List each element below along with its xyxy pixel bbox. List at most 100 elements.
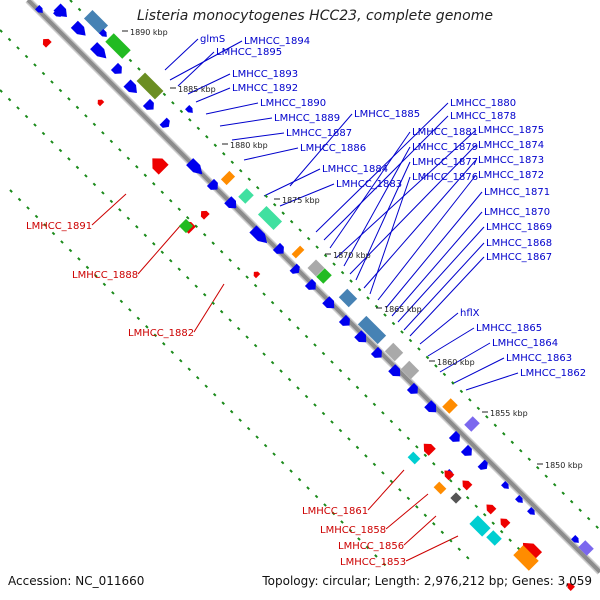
forward-leader: [363, 159, 477, 289]
tick-track-2: [0, 89, 471, 561]
forward-leader: [335, 129, 477, 259]
forward-gene-glyph: [571, 535, 579, 543]
reverse-gene-glyph: [42, 38, 52, 48]
forward-gene-label: LMHCC_1895: [216, 47, 282, 58]
cog-gene-box: [136, 72, 164, 100]
forward-gene-label: LMHCC_1870: [484, 207, 550, 218]
forward-gene-label: LMHCC_1877: [412, 157, 478, 168]
forward-gene-glyph: [186, 158, 203, 175]
forward-gene-glyph: [370, 346, 382, 358]
reverse-gene-glyph: [152, 158, 169, 175]
forward-gene-glyph: [224, 196, 237, 209]
forward-gene-glyph: [338, 314, 350, 326]
forward-gene-label: LMHCC_1865: [476, 323, 542, 334]
forward-leader: [187, 73, 231, 95]
forward-gene-glyph: [110, 62, 122, 74]
forward-gene-glyph: [388, 364, 401, 377]
forward-leader: [343, 146, 411, 267]
forward-gene-label: LMHCC_1868: [486, 238, 552, 249]
forward-gene-glyph: [53, 9, 61, 17]
reverse-leader: [193, 283, 225, 333]
reverse-gene-glyph: [253, 271, 261, 279]
kbp-label: 1855 kbp: [490, 409, 528, 418]
forward-gene-glyph: [477, 459, 488, 470]
forward-gene-glyph: [289, 263, 300, 274]
forward-leader: [164, 38, 199, 71]
forward-gene-label: LMHCC_1872: [478, 170, 544, 181]
accession-text: Accession: NC_011660: [8, 574, 145, 588]
cog-gene-box: [384, 342, 404, 362]
cog-gene-box: [238, 188, 254, 204]
forward-gene-glyph: [448, 430, 460, 442]
forward-gene-glyph: [354, 330, 367, 343]
forward-leader: [177, 51, 215, 87]
reverse-gene-glyph: [444, 470, 455, 481]
kbp-label: 1865 kbp: [384, 305, 422, 314]
forward-leader: [231, 132, 285, 141]
reverse-leader: [403, 515, 437, 546]
map-title: Listeria monocytogenes HCC23, complete g…: [137, 8, 493, 24]
forward-gene-glyph: [185, 105, 193, 113]
forward-gene-label: LMHCC_1893: [232, 69, 298, 80]
forward-leader: [323, 115, 449, 241]
cog-gene-box: [407, 451, 421, 465]
forward-gene-label: LMHCC_1889: [274, 113, 340, 124]
forward-leader: [263, 168, 321, 197]
cog-gene-box: [442, 398, 458, 414]
forward-gene-glyph: [527, 507, 535, 515]
reverse-leader: [385, 493, 429, 530]
forward-gene-glyph: [249, 225, 268, 244]
forward-leader: [355, 161, 411, 281]
forward-gene-label: LMHCC_1880: [450, 98, 516, 109]
forward-leader: [419, 312, 459, 345]
forward-leader: [369, 176, 411, 295]
forward-leader: [195, 87, 231, 103]
forward-gene-glyph: [515, 495, 523, 503]
cog-gene-box: [486, 530, 502, 546]
cog-gene-box: [316, 268, 332, 284]
reverse-leader: [137, 225, 181, 275]
reverse-gene-glyph: [486, 504, 497, 515]
forward-gene-label: LMHCC_1862: [520, 368, 586, 379]
forward-gene-glyph: [304, 278, 316, 290]
forward-leader: [349, 144, 477, 275]
kbp-label: 1860 kbp: [437, 358, 475, 367]
forward-leader: [465, 372, 519, 391]
forward-gene-glyph: [142, 98, 154, 110]
forward-gene-label: LMHCC_1892: [232, 83, 298, 94]
kbp-label: 1885 kbp: [178, 85, 216, 94]
reverse-gene-glyph: [423, 443, 436, 456]
forward-gene-glyph: [322, 296, 335, 309]
cog-gene-box: [83, 9, 109, 35]
reverse-gene-glyph: [97, 99, 105, 107]
forward-gene-glyph: [159, 117, 170, 128]
forward-gene-label: LMHCC_1871: [484, 187, 550, 198]
forward-gene-label: LMHCC_1878: [450, 111, 516, 122]
reverse-gene-glyph: [500, 518, 511, 529]
cog-gene-box: [450, 492, 462, 504]
forward-gene-label: LMHCC_1881: [412, 127, 478, 138]
forward-leader: [289, 113, 353, 187]
cog-gene-box: [578, 540, 594, 556]
forward-gene-glyph: [501, 481, 509, 489]
kbp-label: 1870 kbp: [333, 251, 371, 260]
forward-leader: [451, 357, 505, 385]
forward-gene-label: LMHCC_1864: [492, 338, 558, 349]
forward-gene-glyph: [406, 382, 418, 394]
forward-leader: [403, 242, 485, 331]
forward-gene-label: LMHCC_1863: [506, 353, 572, 364]
cog-gene-box: [220, 170, 236, 186]
reverse-gene-label: LMHCC_1858: [320, 525, 386, 536]
reverse-gene-label: LMHCC_1856: [338, 541, 404, 552]
reverse-gene-label: LMHCC_1882: [128, 328, 194, 339]
cog-gene-box: [291, 245, 305, 259]
forward-gene-label: LMHCC_1894: [244, 36, 310, 47]
forward-gene-glyph: [70, 20, 86, 36]
reverse-leader: [367, 469, 405, 511]
forward-leader: [385, 191, 483, 309]
forward-gene-label: LMHCC_1887: [286, 128, 352, 139]
reverse-gene-glyph: [567, 583, 575, 591]
forward-gene-label: LMHCC_1879: [412, 142, 478, 153]
forward-gene-glyph: [123, 79, 137, 93]
